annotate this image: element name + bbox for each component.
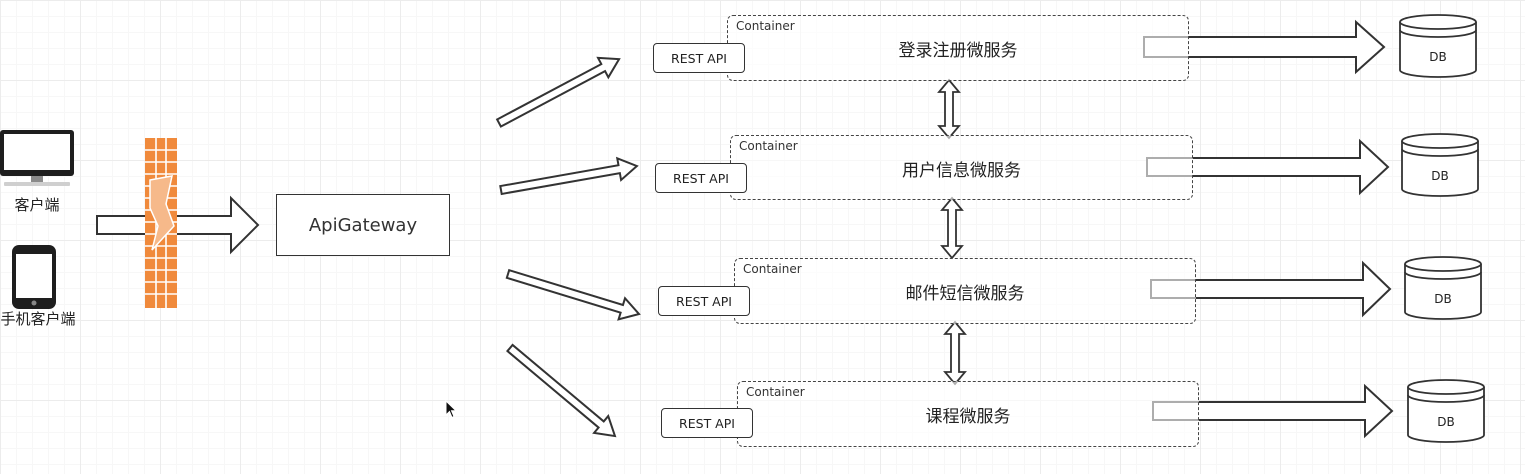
container-tag: Container (736, 19, 795, 33)
mobile-phone-icon (12, 245, 56, 309)
service-name: 课程微服务 (925, 407, 1011, 427)
service-container-1: Container 登录注册微服务 (727, 15, 1189, 81)
rest-api-label: REST API (679, 415, 735, 431)
rest-api-box-2: REST API (655, 163, 747, 193)
gateway-to-service-arrow-4 (506, 343, 617, 438)
mouse-cursor-icon (445, 400, 458, 419)
rest-api-label: REST API (671, 50, 727, 66)
db-label-4: DB (1437, 415, 1455, 429)
service-container-4: Container 课程微服务 (737, 381, 1199, 447)
desktop-client-label: 客户端 (14, 196, 60, 214)
container-tag: Container (739, 139, 798, 153)
database-icon-4 (1407, 379, 1485, 443)
mobile-client-label: 手机客户端 (0, 310, 76, 328)
service-link-arrow-2 (940, 196, 964, 260)
service-container-2: Container 用户信息微服务 (730, 135, 1193, 200)
rest-api-box-1: REST API (653, 43, 745, 73)
db-label-2: DB (1431, 169, 1449, 183)
rest-api-label: REST API (676, 293, 732, 309)
service-name: 邮件短信微服务 (905, 284, 1025, 304)
gateway-to-service-arrow-1 (495, 56, 621, 128)
api-gateway-label: ApiGateway (308, 214, 418, 236)
rest-api-box-3: REST API (658, 286, 750, 316)
container-tag: Container (746, 385, 805, 399)
database-icon-2 (1401, 133, 1479, 197)
database-icon-3 (1404, 256, 1482, 320)
gateway-to-service-arrow-2 (499, 156, 639, 196)
client-to-gateway-arrow (96, 195, 260, 255)
service-container-3: Container 邮件短信微服务 (734, 258, 1196, 324)
gateway-to-service-arrow-3 (505, 268, 641, 321)
service-link-arrow-1 (937, 78, 961, 140)
api-gateway-box: ApiGateway (276, 194, 450, 256)
db-label-3: DB (1434, 292, 1452, 306)
service-name: 登录注册微服务 (898, 41, 1018, 61)
rest-api-label: REST API (673, 170, 729, 186)
firewall-icon (145, 138, 177, 308)
database-icon-1 (1399, 14, 1477, 78)
rest-api-box-4: REST API (661, 408, 753, 438)
service-link-arrow-3 (943, 320, 967, 386)
service-name: 用户信息微服务 (902, 161, 1021, 181)
db-label-1: DB (1429, 50, 1447, 64)
container-tag: Container (743, 262, 802, 276)
desktop-monitor-icon (0, 130, 74, 186)
